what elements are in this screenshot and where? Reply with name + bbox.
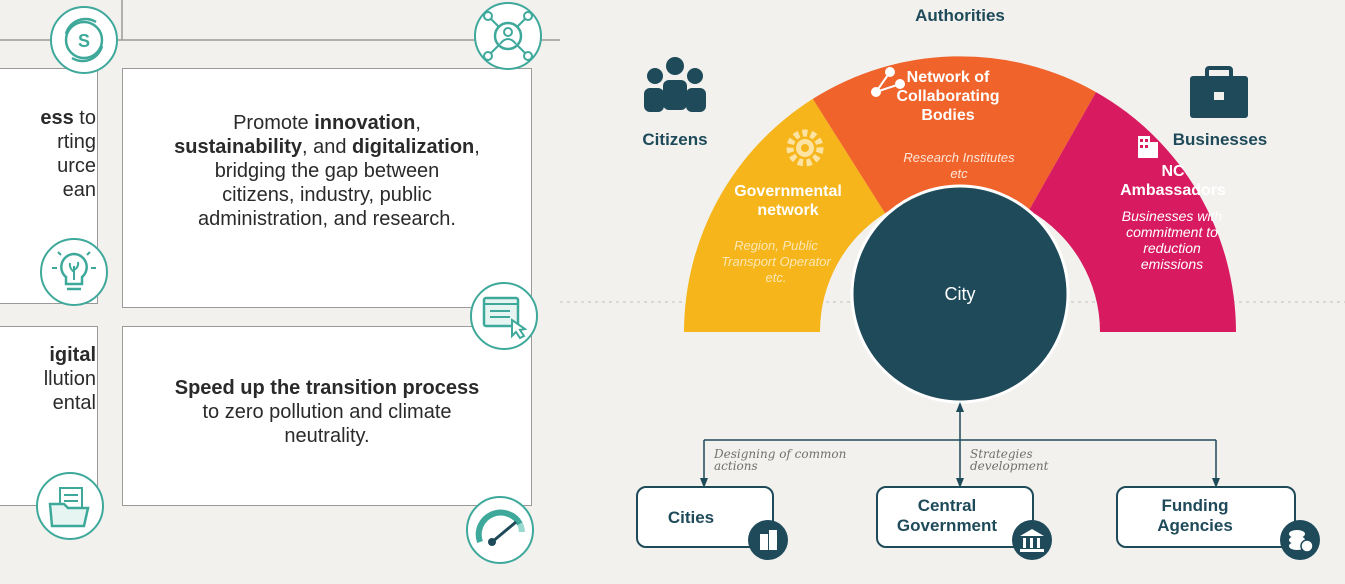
nc-ambassadors-segment [1029, 92, 1236, 332]
currency-cycle-icon: S [50, 6, 118, 74]
businesses-label: Businesses [1172, 130, 1268, 149]
cities-label: Cities [667, 508, 715, 527]
folder-documents-icon [36, 472, 104, 540]
central-government-label: Central Government [896, 496, 998, 535]
governance-diagram: Authorities Citizens Businesses Governme… [560, 0, 1345, 584]
collaborating-bodies-title: Network of Collaborating Bodies [896, 69, 1000, 124]
objectives-panel: ess to rting urce ean Promote innovation… [0, 0, 560, 584]
nc-ambassadors-members: Businesses with commitment to reduction … [1121, 208, 1223, 272]
collaborating-bodies-segment [812, 56, 1096, 214]
building-icon [1138, 136, 1158, 158]
lightbulb-leaf-icon [40, 238, 108, 306]
governmental-network-members: Region, Public Transport Operator etc. [721, 238, 831, 285]
nc-ambassadors-title: NC Ambassadors [1120, 163, 1226, 199]
governmental-network-segment [684, 98, 886, 333]
objective-card-innovation [122, 68, 532, 308]
funding-agencies-box [1116, 486, 1296, 548]
network-user-icon [474, 2, 542, 70]
city-buildings-icon [748, 520, 788, 560]
diagram-graphics [560, 56, 1345, 488]
coins-icon [1280, 520, 1320, 560]
briefcase-icon [1190, 66, 1248, 118]
strategies-development-annotation: Strategies development [970, 447, 1049, 473]
citizens-label: Citizens [642, 130, 708, 149]
gear-icon [786, 129, 824, 167]
speedometer-icon [466, 496, 534, 564]
web-checklist-icon [470, 282, 538, 350]
government-building-icon [1012, 520, 1052, 560]
collaborating-bodies-members: Research Institutes etc [903, 150, 1015, 181]
governmental-network-title: Governmental network [734, 183, 842, 219]
objective-card-digital-text: igital llution ental [43, 344, 96, 414]
network-icon [871, 67, 905, 97]
svg-text:S: S [78, 31, 90, 51]
citizens-icon [644, 57, 706, 112]
city-label: City [944, 284, 976, 304]
objective-card-access-text: ess to rting urce ean [40, 107, 96, 201]
central-government-box [876, 486, 1034, 548]
objective-card-innovation-text: Promote innovation, sustainability, and … [174, 112, 480, 230]
designing-actions-annotation: Designing of common actions [714, 447, 847, 473]
funding-agencies-label: Funding Agencies [1157, 496, 1233, 535]
objective-card-transition-text: Speed up the transition process to zero … [174, 377, 480, 447]
authorities-label: Authorities [915, 6, 1005, 25]
objective-card-transition [122, 326, 532, 506]
